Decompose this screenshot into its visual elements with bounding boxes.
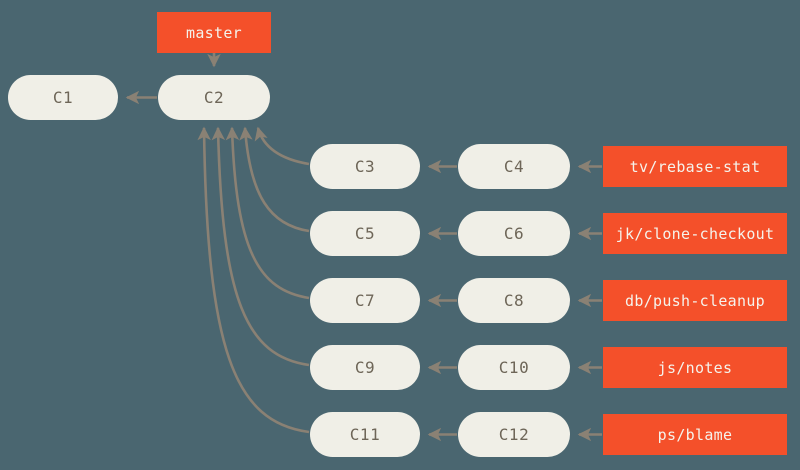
branch-label-tv-rebase-stat[interactable]: tv/rebase-stat: [603, 146, 787, 187]
branch-label-ps-blame[interactable]: ps/blame: [603, 414, 787, 455]
commit-node-c5[interactable]: C5: [310, 211, 420, 256]
branch-label-js-notes[interactable]: js/notes: [603, 347, 787, 388]
commit-node-c1[interactable]: C1: [8, 75, 118, 120]
commit-node-c4[interactable]: C4: [458, 144, 570, 189]
branch-label-db-push-cleanup[interactable]: db/push-cleanup: [603, 280, 787, 321]
commit-node-c3[interactable]: C3: [310, 144, 420, 189]
commit-node-c2[interactable]: C2: [158, 75, 270, 120]
commit-node-c12[interactable]: C12: [458, 412, 570, 457]
commit-node-c6[interactable]: C6: [458, 211, 570, 256]
branch-label-master[interactable]: master: [157, 12, 271, 53]
commit-node-c7[interactable]: C7: [310, 278, 420, 323]
commit-node-c11[interactable]: C11: [310, 412, 420, 457]
branch-label-jk-clone-checkout[interactable]: jk/clone-checkout: [603, 213, 787, 254]
commit-node-c8[interactable]: C8: [458, 278, 570, 323]
commit-node-c9[interactable]: C9: [310, 345, 420, 390]
commit-node-c10[interactable]: C10: [458, 345, 570, 390]
